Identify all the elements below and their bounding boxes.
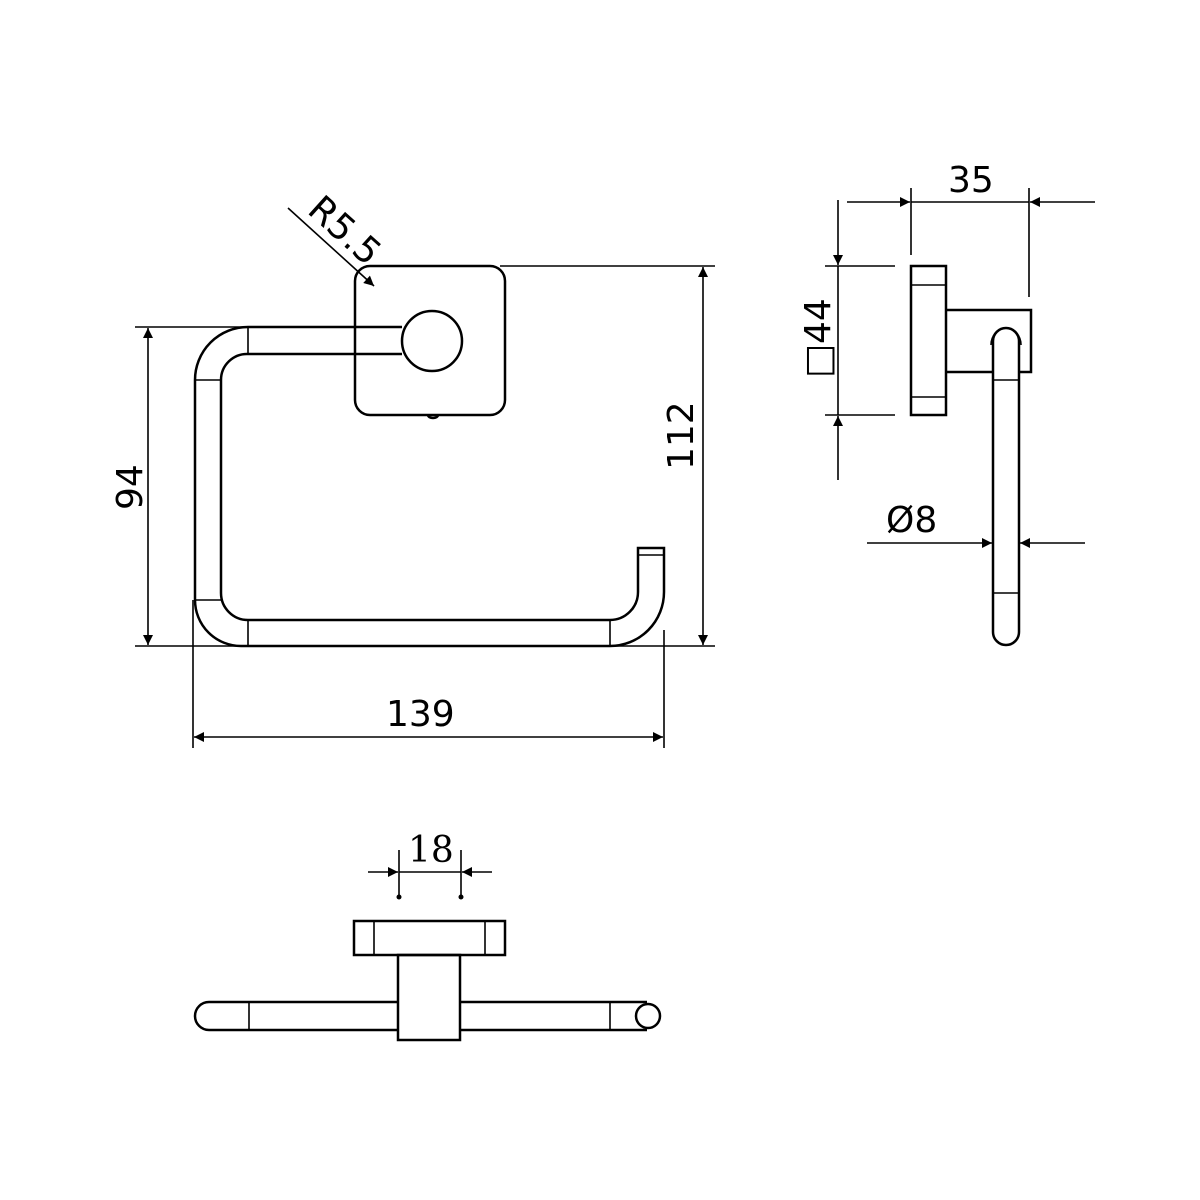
dim-label-94: 94 [110, 464, 151, 510]
dim-label-35: 35 [948, 160, 994, 201]
rod-segment-lines [195, 327, 664, 646]
dim-label-18: 18 [408, 830, 454, 871]
plate-boss [400, 309, 464, 373]
top-view: 18 [193, 830, 662, 1042]
front-view: R5.5 94 112 139 [110, 188, 715, 748]
side-plate [909, 264, 948, 417]
dim-label-44: □44 [798, 298, 839, 378]
side-rod [991, 326, 1021, 647]
plate-screw [426, 414, 440, 420]
wall-plate [353, 264, 507, 417]
side-stem [946, 308, 1033, 374]
radius-leader [287, 207, 375, 287]
rod-end-circle [634, 1002, 662, 1030]
dim-label-139: 139 [386, 694, 455, 735]
side-view: 35 □44 Ø8 [798, 160, 1095, 647]
holder-rod [193, 325, 666, 648]
top-rod-right [460, 1000, 647, 1032]
top-plate [352, 919, 507, 957]
top-rod-left [193, 1000, 398, 1032]
dim-label-8: Ø8 [886, 500, 937, 541]
dim-label-112: 112 [661, 401, 702, 470]
top-stem [396, 953, 462, 1042]
